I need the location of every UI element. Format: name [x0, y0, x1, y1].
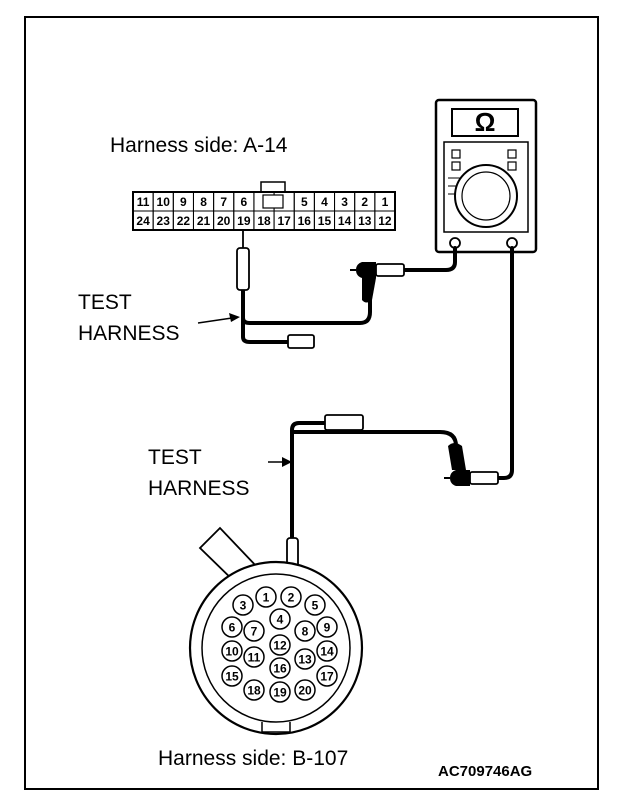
test-wires	[241, 246, 514, 542]
connector-b107-pin-label: 15	[225, 670, 239, 684]
connector-a14-pin-label: 3	[341, 195, 348, 209]
ohmmeter-switch-1	[451, 149, 461, 159]
connector-b107-pin-label: 8	[302, 625, 309, 639]
connector-b107-pin	[304, 594, 326, 616]
connector-b107-pin	[316, 665, 338, 687]
connector-b107-pin	[294, 679, 316, 701]
connector-a14-pin-label: 22	[177, 214, 191, 228]
loose-plug-2	[324, 414, 364, 431]
connector-b107-pin-label: 6	[229, 621, 236, 635]
ohmmeter-display	[451, 108, 519, 137]
connector-a14-pin-label: 15	[318, 214, 332, 228]
connector-b107-pin	[294, 620, 316, 642]
connector-b107-pin	[243, 679, 265, 701]
connector-a14-pin-label: 24	[136, 214, 150, 228]
connector-b107-pin	[232, 594, 254, 616]
harness-side-a-label: Harness side: A-14	[110, 134, 288, 157]
connector-b107-pin-label: 9	[324, 621, 331, 635]
connector-b107-pin	[269, 681, 291, 703]
connector-a14-pin-label: 12	[378, 214, 392, 228]
ohm-symbol: Ω	[475, 107, 496, 137]
connector-b107-pin-label: 18	[247, 684, 261, 698]
connector-b107-pin-label: 20	[298, 684, 312, 698]
probe-a14	[236, 230, 250, 291]
connector-b107-pin-label: 14	[320, 645, 334, 659]
connector-a14-pin-label: 19	[237, 214, 251, 228]
test-harness-arrow-2	[268, 457, 292, 467]
connector-a14-pin-label: 18	[257, 214, 271, 228]
connector-a14-pin-label: 4	[321, 195, 328, 209]
connector-b107-pin	[221, 665, 243, 687]
connector-b107-pin	[316, 640, 338, 662]
connector-a14-pin-label: 17	[277, 214, 291, 228]
connector-a14-latch	[260, 181, 286, 193]
connector-b107-pin-label: 19	[273, 686, 287, 700]
connector-a14-pin-label: 10	[157, 195, 171, 209]
connector-b107-pin	[280, 586, 302, 608]
connector-b107-pin	[221, 640, 243, 662]
test-label-2: TEST	[148, 446, 202, 469]
harness-label-2: HARNESS	[148, 477, 250, 500]
test-label-1: TEST	[78, 291, 132, 314]
connector-a14-pin-label: 7	[220, 195, 227, 209]
connector-b107-pin	[243, 620, 265, 642]
connector-a14-cell-bottom	[374, 210, 396, 231]
connector-b107-pin-label: 3	[240, 599, 247, 613]
ohmmeter: Ω	[434, 98, 538, 254]
harness-label-1: HARNESS	[78, 322, 180, 345]
connector-a14-pin-label: 20	[217, 214, 231, 228]
connector-b107-pin-label: 7	[251, 625, 258, 639]
connector-a14-pin-label: 9	[180, 195, 187, 209]
connector-b107-pin	[269, 634, 291, 656]
alligator-clip-right	[444, 443, 499, 486]
connector-b107-pin	[294, 648, 316, 670]
connector-b107-bottom-key	[261, 722, 291, 733]
connector-b107-pin-label: 16	[273, 662, 287, 676]
connector-b107-pin-label: 10	[225, 645, 239, 659]
connector-b107-pin-label: 11	[248, 651, 261, 665]
connector-a14-pin-label: 23	[157, 214, 171, 228]
alligator-clip-left	[350, 262, 405, 303]
connector-b107-pin	[269, 608, 291, 630]
connector-b107-pin-label: 5	[312, 599, 319, 613]
connector-a14-pin-label: 16	[298, 214, 312, 228]
connector-b107-pin	[243, 646, 265, 668]
figure-frame	[24, 16, 599, 790]
connector-b107-pin	[269, 657, 291, 679]
connector-b107-pin-label: 12	[273, 639, 287, 653]
figure-code: AC709746AG	[438, 763, 532, 780]
connector-b107-pin-label: 17	[320, 670, 334, 684]
connector-a14-pin-label: 8	[200, 195, 207, 209]
connector-a14-pin-label: 2	[361, 195, 368, 209]
connector-a14-pin-label: 13	[358, 214, 372, 228]
connector-b107-pin	[316, 616, 338, 638]
connector-a14-pin-label: 5	[301, 195, 308, 209]
test-harness-arrow-1	[197, 313, 240, 324]
connector-a14-key	[262, 194, 284, 209]
harness-side-b-label: Harness side: B-107	[158, 747, 348, 770]
ohmmeter-switch-4	[507, 161, 517, 171]
connector-a14-pin-label: 11	[137, 195, 150, 209]
ohmmeter-switch-2	[451, 161, 461, 171]
connector-b107-pin	[221, 616, 243, 638]
ohmmeter-switch-3	[507, 149, 517, 159]
connector-a14-pin-label: 21	[197, 214, 211, 228]
connector-a14-pin-label: 1	[382, 195, 389, 209]
connector-b107-pin-label: 4	[277, 613, 284, 627]
connector-b107-pin-label: 13	[298, 653, 312, 667]
connector-a14-pin-label: 6	[241, 195, 248, 209]
connector-b107-pin-label: 1	[263, 591, 270, 605]
connector-b107-pin	[255, 586, 277, 608]
connector-b107-pin-label: 2	[288, 591, 295, 605]
loose-plug-1	[287, 334, 315, 349]
connector-a14-pin-label: 14	[338, 214, 352, 228]
